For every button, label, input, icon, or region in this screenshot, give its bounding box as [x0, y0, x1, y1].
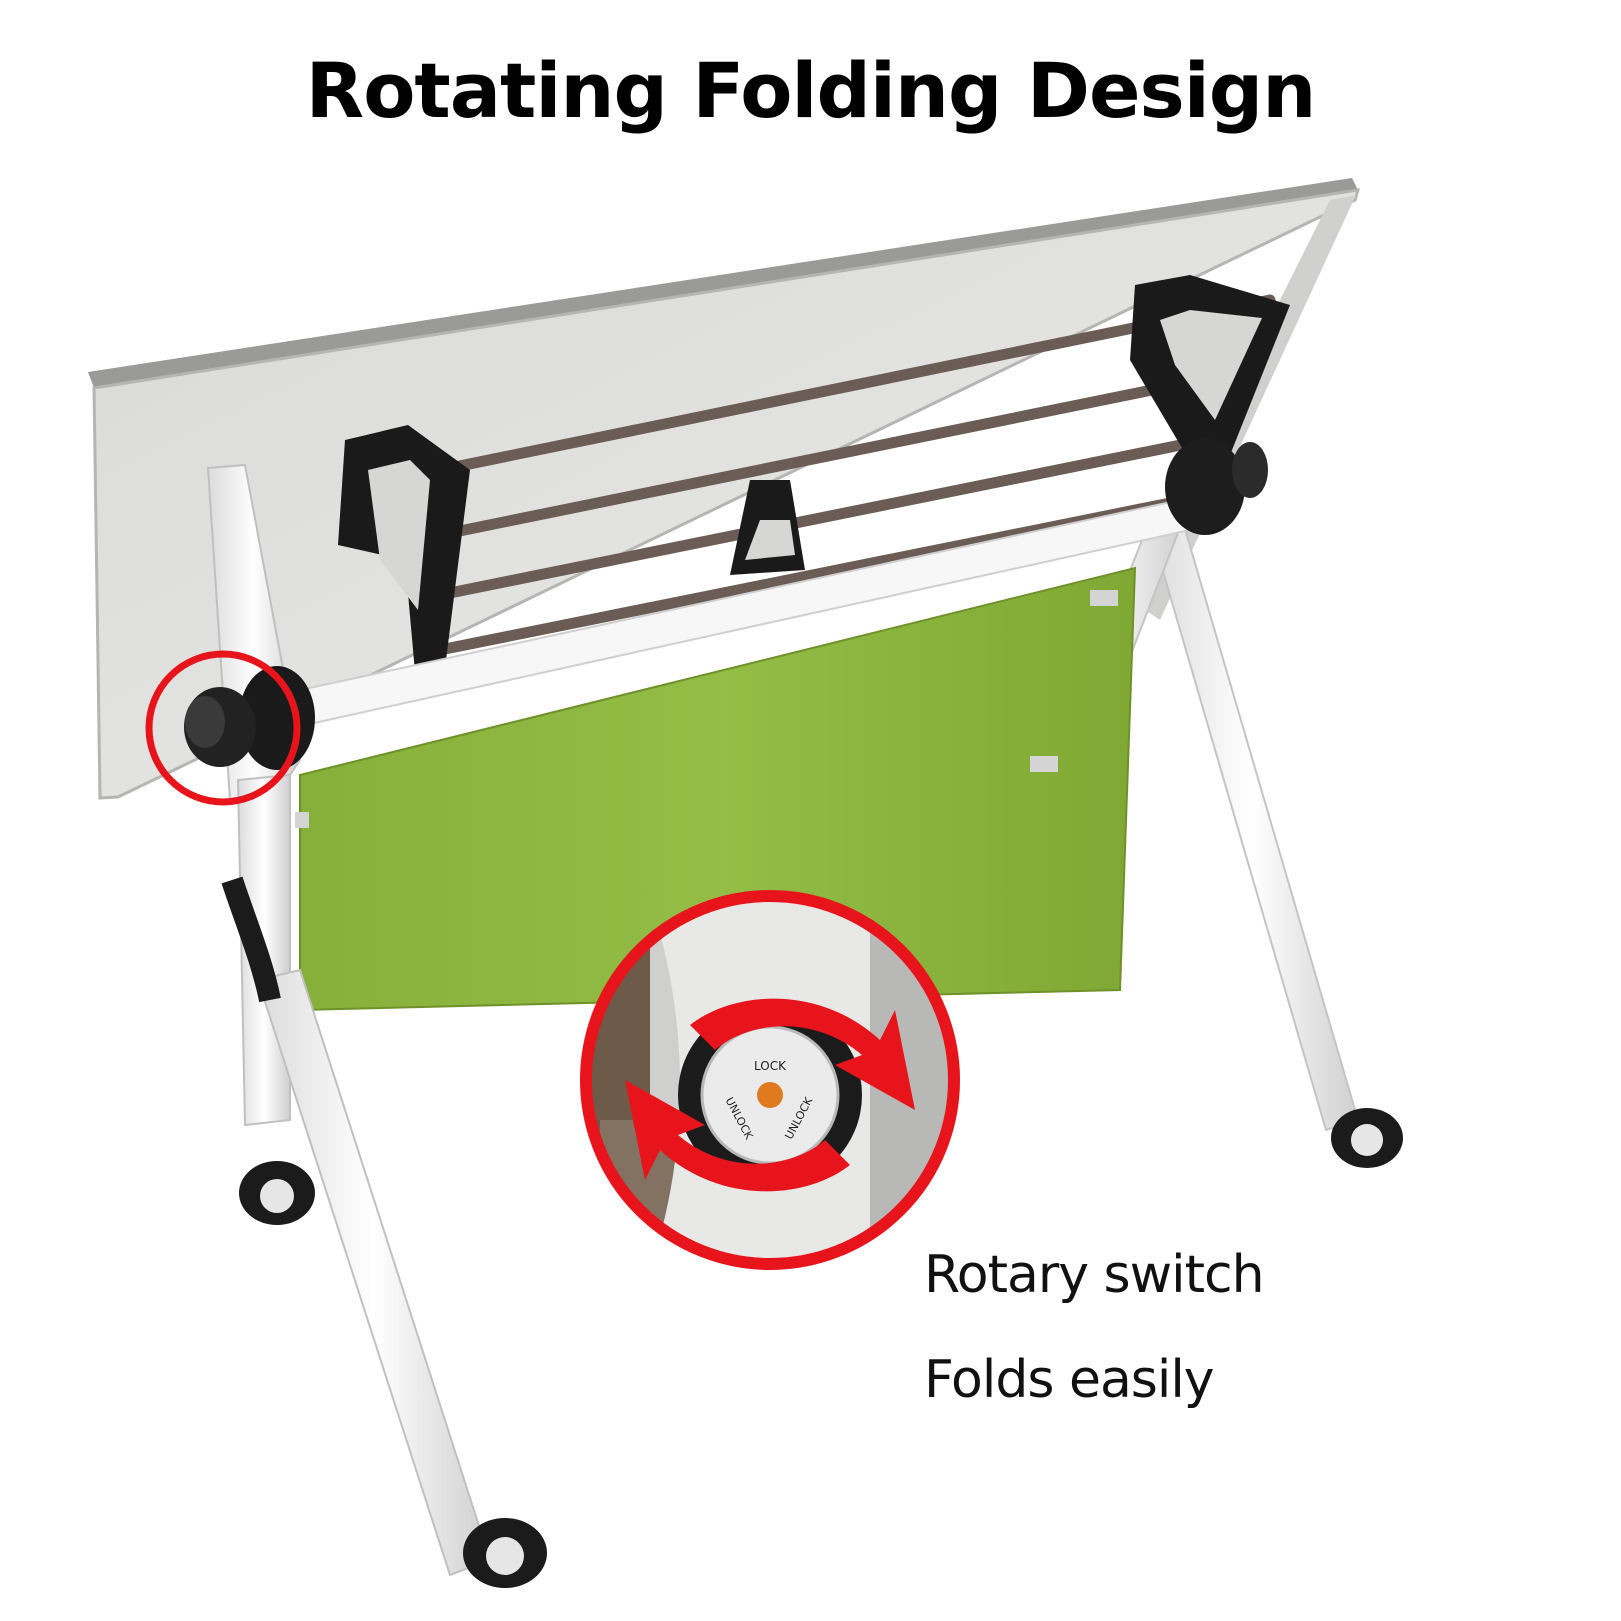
- modesty-panel: [295, 566, 1137, 1012]
- zoom-detail: LOCK UNLOCK UNLOCK: [580, 890, 960, 1270]
- caption-rotary-switch: Rotary switch: [924, 1245, 1265, 1305]
- frame-brackets: [338, 275, 1290, 672]
- support-rods: [434, 294, 1276, 656]
- hinge-axle: [298, 439, 1268, 727]
- caption-folds-easily: Folds easily: [924, 1350, 1215, 1410]
- highlight-circle: [145, 650, 301, 806]
- front-left-legs: [206, 463, 547, 1588]
- left-rotary-knob: [145, 650, 315, 806]
- page-title: Rotating Folding Design: [305, 46, 1317, 135]
- zoom-ring: [580, 890, 960, 1270]
- lock-label: LOCK: [754, 1059, 787, 1073]
- rotation-arrows-icon: [625, 998, 915, 1192]
